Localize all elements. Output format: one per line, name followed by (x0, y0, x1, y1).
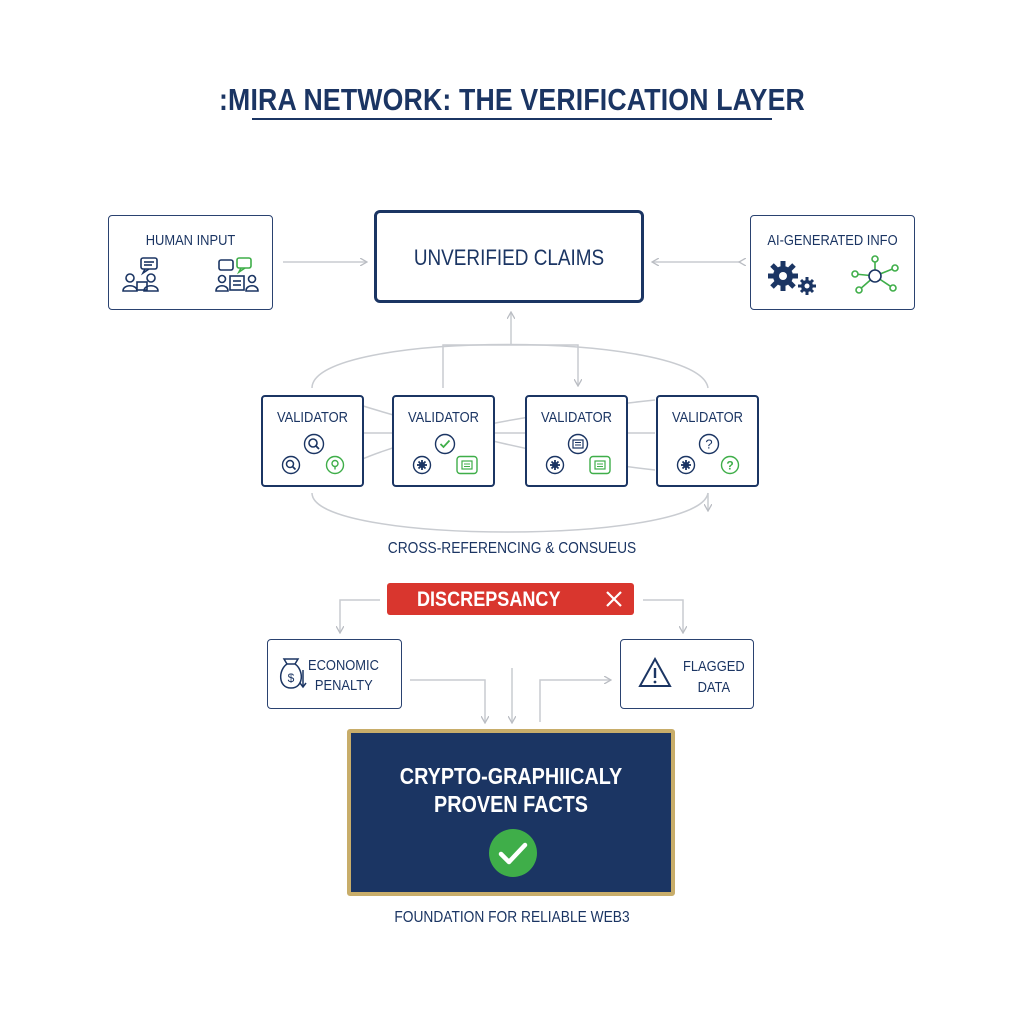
validator-label: VALIDATOR (408, 409, 479, 426)
lightbulb-icon (325, 455, 345, 475)
search-icon (281, 455, 301, 475)
flagged-data-box: FLAGGED DATA (620, 639, 754, 709)
validator-2: VALIDATOR (392, 395, 495, 487)
verified-check-icon (489, 829, 537, 877)
warning-icon (638, 656, 672, 687)
unverified-claims-box: UNVERIFIED CLAIMS (374, 210, 644, 303)
arrow-to-penalty (340, 599, 380, 632)
proven-facts-box: CRYPTO-GRAPHIICALY PROVEN FACTS (347, 729, 675, 896)
economic-penalty-box: $ ECONOMIC PENALTY (267, 639, 402, 709)
validator-label: VALIDATOR (541, 409, 612, 426)
svg-text:?: ? (726, 459, 733, 473)
question-icon: ? (698, 433, 720, 455)
foundation-caption: FOUNDATION FOR RELIABLE WEB3 (394, 909, 630, 926)
bracket-validators-top (442, 344, 578, 388)
discrepancy-label: DISCREPSANCY (417, 588, 561, 611)
proven-line-1: CRYPTO-GRAPHIICALY (399, 763, 623, 789)
cross-referencing-caption: CROSS-REFERENCING & CONSUEUS (387, 540, 637, 557)
group-chat-icon (215, 257, 259, 292)
title-underline (252, 118, 772, 120)
validator-label: VALIDATOR (672, 409, 743, 426)
ai-generated-info-box: AI-GENERATED INFO (750, 215, 915, 310)
arrow-proven-to-flagged (539, 680, 610, 722)
money-bag-icon: $ (280, 658, 307, 689)
gears-icon (768, 261, 816, 295)
magnifier-icon (303, 433, 325, 455)
document-icon (567, 433, 589, 455)
validator-3: VALIDATOR (525, 395, 628, 487)
validator-1: VALIDATOR (261, 395, 364, 487)
human-input-label: HUMAN INPUT (145, 232, 236, 249)
penalty-line-2: PENALTY (314, 677, 373, 694)
discrepancy-banner: DISCREPSANCY (387, 583, 634, 615)
page-title: :MIRA NETWORK: THE VERIFICATION LAYER (219, 82, 805, 117)
unverified-claims-label: UNVERIFIED CLAIMS (413, 245, 605, 270)
person-chat-icon (122, 257, 159, 292)
validator-label: VALIDATOR (277, 409, 348, 426)
ledger-icon (456, 455, 478, 475)
close-icon (606, 591, 622, 607)
flagged-line-2: DATA (697, 679, 731, 696)
validator-4: VALIDATOR ? ? (656, 395, 759, 487)
svg-text:$: $ (288, 671, 295, 685)
arrow-penalty-to-proven (410, 679, 485, 722)
svg-text:?: ? (705, 437, 712, 452)
ledger-icon (589, 455, 611, 475)
flagged-line-1: FLAGGED (683, 658, 745, 675)
gear-icon (412, 455, 432, 475)
checkmark-circle-icon (434, 433, 456, 455)
human-input-box: HUMAN INPUT (108, 215, 273, 310)
gear-icon (545, 455, 565, 475)
gear-icon (676, 455, 696, 475)
ai-generated-info-label: AI-GENERATED INFO (767, 232, 898, 249)
loop-top (311, 343, 709, 389)
loop-bottom (311, 492, 709, 533)
network-nodes-icon (851, 255, 899, 294)
proven-line-2: PROVEN FACTS (434, 791, 588, 817)
question-icon: ? (720, 455, 740, 475)
penalty-line-1: ECONOMIC (308, 657, 379, 674)
arrow-to-flagged (643, 599, 683, 632)
